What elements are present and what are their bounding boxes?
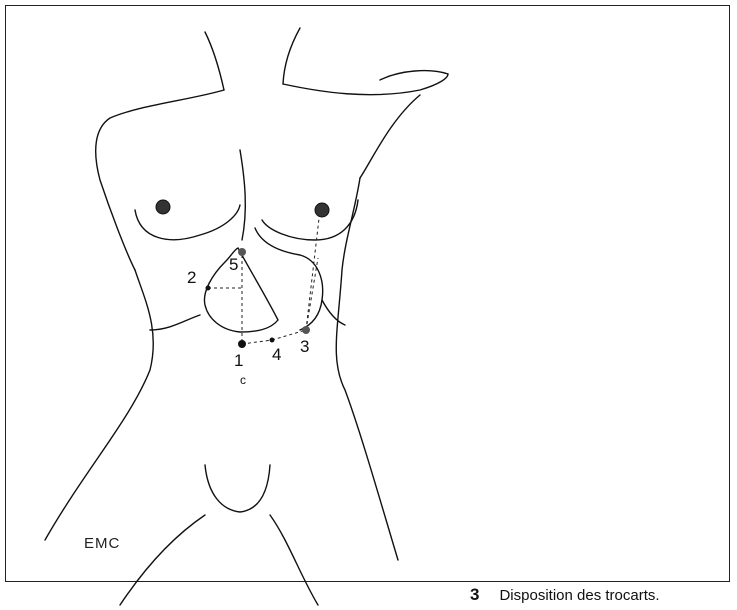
costal-margin-right	[322, 300, 345, 325]
right-arm-lower	[360, 95, 420, 178]
trocar-label-4: 4	[272, 345, 281, 364]
line-1-to-4	[242, 340, 272, 344]
torso-left-side	[45, 270, 153, 540]
trocar-point-4	[270, 338, 275, 343]
lower-abdomen	[205, 465, 270, 512]
neck-left-line	[205, 32, 224, 90]
trocar-label-5: 5	[229, 255, 238, 274]
right-leg-inner	[270, 515, 318, 605]
sternum-line	[240, 150, 245, 240]
trocar-point-1	[238, 340, 246, 348]
left-shoulder-line	[96, 90, 224, 270]
line-3-right	[306, 258, 318, 330]
trocar-point-3	[302, 326, 310, 334]
trocar-label-3: 3	[300, 337, 309, 356]
left-breast	[135, 205, 240, 240]
costal-margin-left	[150, 315, 200, 330]
right-shoulder-line	[283, 74, 448, 95]
trocar-point-2	[206, 286, 211, 291]
figure-caption: 3 Disposition des trocarts.	[470, 585, 660, 607]
liver-outline	[204, 248, 278, 332]
right-nipple	[315, 203, 329, 217]
stomach-outline	[255, 228, 323, 330]
neck-right-line	[283, 28, 300, 84]
left-nipple	[156, 200, 170, 214]
caption-text: Disposition des trocarts.	[499, 587, 659, 604]
left-leg-inner	[120, 515, 205, 605]
right-breast	[262, 200, 358, 240]
trocar-point-5	[238, 248, 246, 256]
trocar-label-1: 1	[234, 351, 243, 370]
umbilicus-mark: c	[240, 373, 246, 387]
trocar-label-2: 2	[187, 268, 196, 287]
right-arm-upper	[380, 71, 448, 80]
figure-number: 3	[470, 585, 479, 604]
torso-right-side	[336, 178, 398, 560]
emc-signature: EMC	[84, 535, 120, 552]
